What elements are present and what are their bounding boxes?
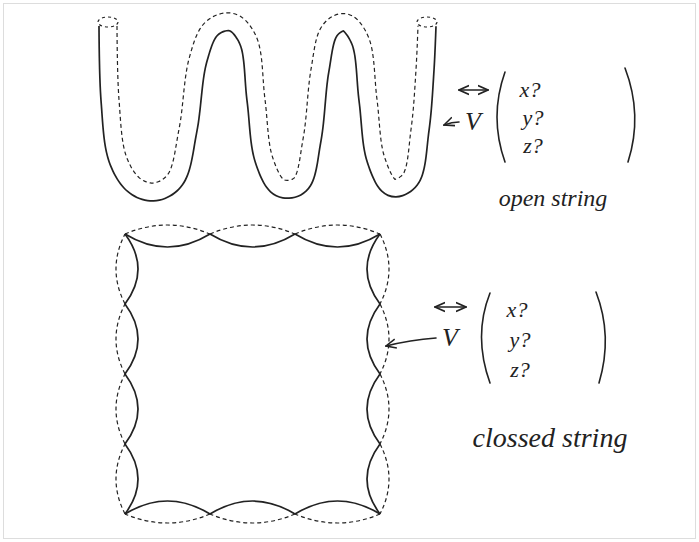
double-arrow-symbol (435, 306, 466, 308)
parenthesis (625, 68, 635, 162)
string-outline-dashed (380, 374, 389, 444)
string-outline-dashed (380, 234, 389, 304)
vector-symbol: V (465, 109, 481, 135)
vector-symbol: V (442, 325, 458, 351)
leader-arrow (386, 338, 436, 346)
vector-component: x? (507, 299, 528, 321)
figure-caption: clossed string (473, 424, 628, 452)
string-outline-dashed (117, 13, 418, 183)
string-outline (125, 444, 138, 514)
vector-component: y? (510, 329, 531, 351)
string-end (98, 17, 118, 27)
string-outline (125, 501, 210, 514)
parenthesis (497, 72, 505, 162)
string-outline (125, 234, 138, 304)
leader-arrow (444, 122, 459, 125)
string-outline-dashed (210, 225, 295, 234)
string-outline (295, 501, 380, 514)
string-outline-dashed (380, 444, 389, 514)
string-outline-dashed (380, 304, 389, 374)
string-outline-dashed (295, 225, 380, 234)
string-outline-dashed (116, 374, 125, 444)
string-outline (367, 304, 380, 374)
string-outline-dashed (295, 514, 380, 523)
string-outline-dashed (125, 225, 210, 234)
string-outline (125, 234, 210, 247)
string-outline-dashed (116, 304, 125, 374)
vector-component: z? (510, 359, 530, 381)
string-outline (295, 234, 380, 247)
string-outline-dashed (210, 514, 295, 523)
string-end (417, 17, 437, 27)
open-string-figure (98, 13, 437, 201)
parenthesis (482, 293, 491, 383)
string-outline (367, 444, 380, 514)
string-outline (210, 501, 295, 514)
figure-caption: open string (499, 186, 608, 210)
string-outline (367, 374, 380, 444)
string-outline-dashed (116, 444, 125, 514)
string-outline (125, 304, 138, 374)
closed-string-figure (116, 225, 389, 523)
string-outline-dashed (125, 514, 210, 523)
frame (4, 4, 696, 539)
string-outline (210, 234, 295, 247)
vector-component: y? (523, 107, 544, 129)
vector-component: z? (523, 135, 543, 157)
string-outline (125, 374, 138, 444)
string-outline (99, 26, 436, 201)
parenthesis (596, 292, 605, 383)
vector-component: x? (520, 79, 541, 101)
string-outline-dashed (116, 234, 125, 304)
string-outline (367, 234, 380, 304)
double-arrow-symbol (459, 89, 488, 91)
